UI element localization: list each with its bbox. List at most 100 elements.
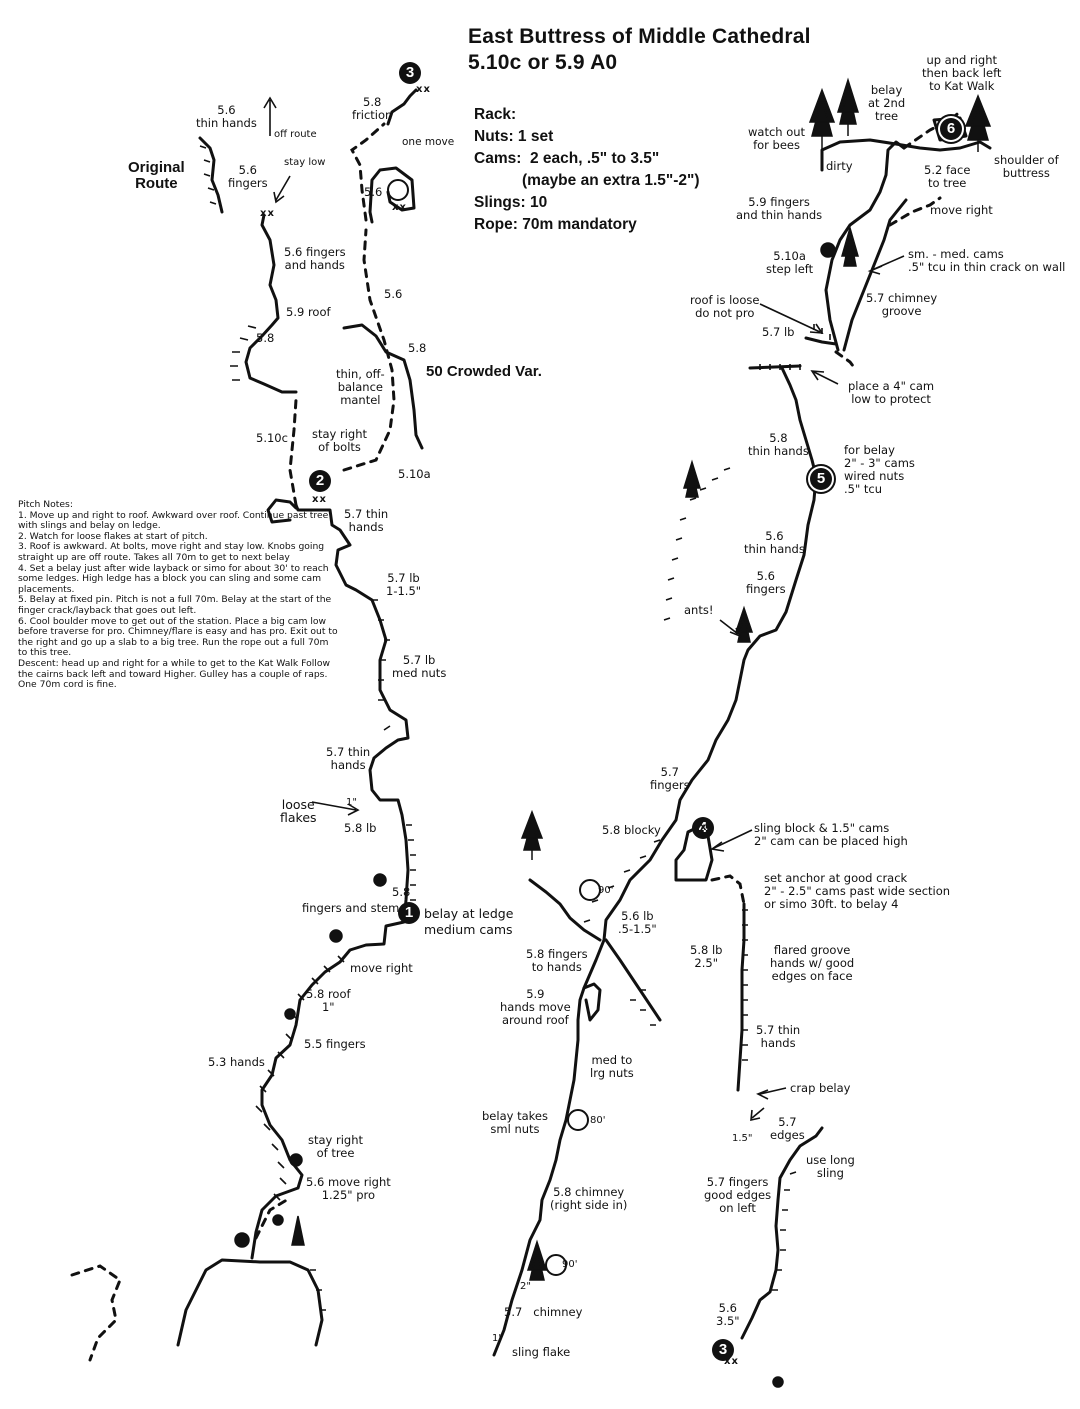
label: 5.2 face to tree — [924, 163, 971, 190]
label: med to lrg nuts — [590, 1053, 634, 1080]
label: 5.6 fingers — [228, 163, 268, 190]
belay-marker-3: 3 — [399, 62, 421, 84]
tree-icon — [836, 77, 860, 136]
tree-icon — [682, 459, 702, 498]
rack-nuts: Nuts: 1 set — [474, 128, 554, 145]
label: 5.10a step left — [766, 249, 814, 276]
label: 5.8 lb — [344, 821, 377, 835]
label: 5.3 hands — [208, 1055, 265, 1069]
label: ants! — [684, 603, 714, 617]
variation-crack — [342, 323, 424, 450]
label: 5.8 — [392, 885, 411, 899]
label: 5.6 fingers and hands — [284, 245, 346, 272]
label: 5.9 hands move around roof — [500, 987, 571, 1027]
tree-icon — [808, 87, 836, 150]
belay-marker-6: 6 — [940, 118, 962, 140]
label: 5.7 thin hands — [344, 507, 389, 534]
bush-icon — [289, 1153, 303, 1167]
label: 1.5" — [732, 1133, 753, 1144]
pitch-notes: Pitch Notes: 1. Move up and right to roo… — [18, 499, 340, 691]
pitch-6-chimney-b — [842, 198, 908, 352]
pitch-6-chimney — [824, 140, 906, 352]
bush-icon — [373, 873, 387, 887]
label: move right — [350, 961, 413, 975]
label: 5.8 lb 2.5" — [690, 943, 723, 970]
pitch-right-crack — [740, 1126, 824, 1340]
label: stay low — [284, 157, 326, 168]
bolts-mark: xx — [260, 208, 275, 219]
bolts-mark: xx — [392, 202, 407, 213]
label: 5.8 friction — [352, 95, 393, 122]
summit-block — [176, 1258, 324, 1347]
pitch-3-dash — [350, 122, 386, 222]
label: 90' — [598, 885, 614, 896]
start-dash — [254, 1196, 292, 1240]
pitch-3-crack — [244, 213, 298, 394]
move-right-dash — [888, 196, 942, 227]
bolts-mark: xx — [312, 494, 327, 505]
label: 2" — [520, 1281, 531, 1292]
rack-rope: Rope: 70m mandatory — [474, 216, 637, 233]
pitch-6-roof — [804, 336, 838, 346]
mid-ledge-roof — [748, 364, 802, 370]
title-line-1: East Buttress of Middle Cathedral — [468, 25, 811, 48]
label: shoulder of buttress — [994, 153, 1059, 180]
label: move right — [930, 203, 993, 217]
mid-right-flake — [604, 938, 662, 1022]
label: sling flake — [512, 1345, 571, 1359]
label: belay takes sml nuts — [482, 1109, 548, 1136]
label: 5.10a — [398, 467, 431, 481]
label: 5.7 fingers — [650, 765, 690, 792]
label: belay at ledge medium cams — [424, 906, 514, 937]
belay-4-dash — [710, 874, 746, 906]
label: 5.6 — [364, 185, 383, 199]
pitch-note: Descent: head up and right for a while t… — [18, 657, 330, 691]
bush-icon — [772, 1376, 784, 1388]
bush-icon — [329, 929, 343, 943]
crowded-var-label: 50 Crowded Var. — [426, 363, 542, 380]
label: 5.7 chimney groove — [866, 291, 938, 318]
pitch-6-dash — [834, 350, 858, 372]
pitch-3b-crack — [492, 982, 602, 1357]
tree-icon — [291, 1215, 305, 1246]
rack-slings: Slings: 10 — [474, 194, 548, 211]
tree-icon — [526, 1239, 548, 1281]
label: crap belay — [790, 1081, 851, 1095]
label: 5.8 — [408, 341, 427, 355]
original-route-label: Original Route — [128, 159, 185, 192]
label: sm. - med. cams .5" tcu in thin crack on… — [908, 247, 1066, 274]
bolts-mark: xx — [700, 822, 715, 833]
label: 1" — [346, 797, 357, 808]
rack-cams: Cams: 2 each, .5" to 3.5" — [474, 150, 660, 167]
label: 5.8 blocky — [602, 823, 661, 837]
label: 5.7 lb med nuts — [392, 653, 447, 680]
pitch-note: Pitch Notes: — [18, 499, 73, 510]
bush-icon — [272, 1214, 284, 1226]
label: 80' — [590, 1115, 606, 1126]
approach-trail — [70, 1264, 122, 1362]
label: place a 4" cam low to protect — [848, 379, 935, 406]
belay-marker-5: 5 — [810, 468, 832, 490]
label: dirty — [826, 159, 853, 173]
label: roof is loose do not pro — [690, 293, 760, 320]
pitch-3-top — [386, 88, 418, 126]
label: sling block & 1.5" cams 2" cam can be pl… — [754, 821, 908, 848]
belay-marker-4: 4 — [692, 817, 714, 839]
label: loose flakes — [280, 797, 317, 825]
tree-icon — [520, 809, 544, 860]
label: 5.6 move right 1.25" pro — [306, 1175, 391, 1202]
label: 5.7 chimney — [504, 1305, 583, 1319]
label: belay at 2nd tree — [868, 83, 906, 123]
pitch-1-crack — [250, 503, 410, 1260]
label: stay right of tree — [308, 1133, 364, 1160]
pitch-2-crack — [266, 498, 298, 524]
label: 5.7 lb — [762, 325, 795, 339]
belay-marker-2: 2 — [309, 470, 331, 492]
label: stay right of bolts — [312, 427, 368, 454]
pitch-note: 3. Roof is awkward. At bolts, move right… — [18, 541, 325, 563]
label: 90' — [562, 1259, 578, 1270]
belay-marker-1: 1 — [398, 902, 420, 924]
label: 5.6 thin hands — [196, 103, 257, 130]
label: 5.8 — [256, 331, 275, 345]
